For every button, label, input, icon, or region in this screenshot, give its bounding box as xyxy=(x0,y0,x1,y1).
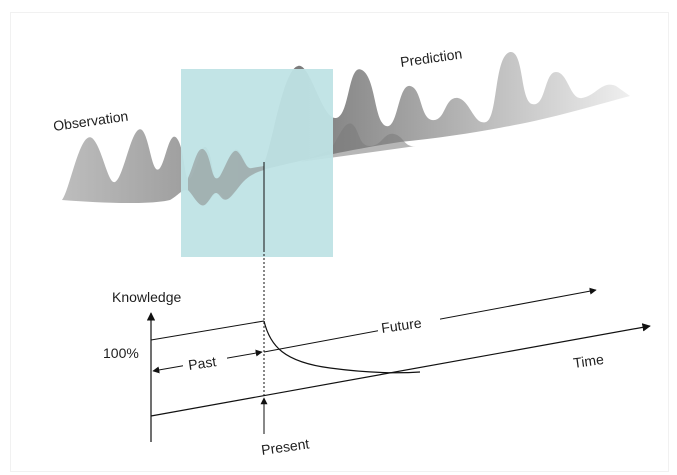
observation-wave-overlap xyxy=(188,148,264,206)
knowledge-decay-curve xyxy=(263,320,421,374)
knowledge-100-line xyxy=(150,320,265,341)
past-label: Past xyxy=(187,353,217,373)
future-label-bg xyxy=(378,316,440,334)
past-label-bg xyxy=(183,352,227,370)
observation-label: Observation xyxy=(52,108,129,134)
future-label: Future xyxy=(380,314,423,336)
percent-100-label: 100% xyxy=(103,345,139,361)
prediction-label: Prediction xyxy=(399,45,463,70)
present-label: Present xyxy=(260,435,310,458)
knowledge-label: Knowledge xyxy=(112,289,181,305)
time-axis xyxy=(150,323,651,417)
time-label: Time xyxy=(572,351,605,371)
